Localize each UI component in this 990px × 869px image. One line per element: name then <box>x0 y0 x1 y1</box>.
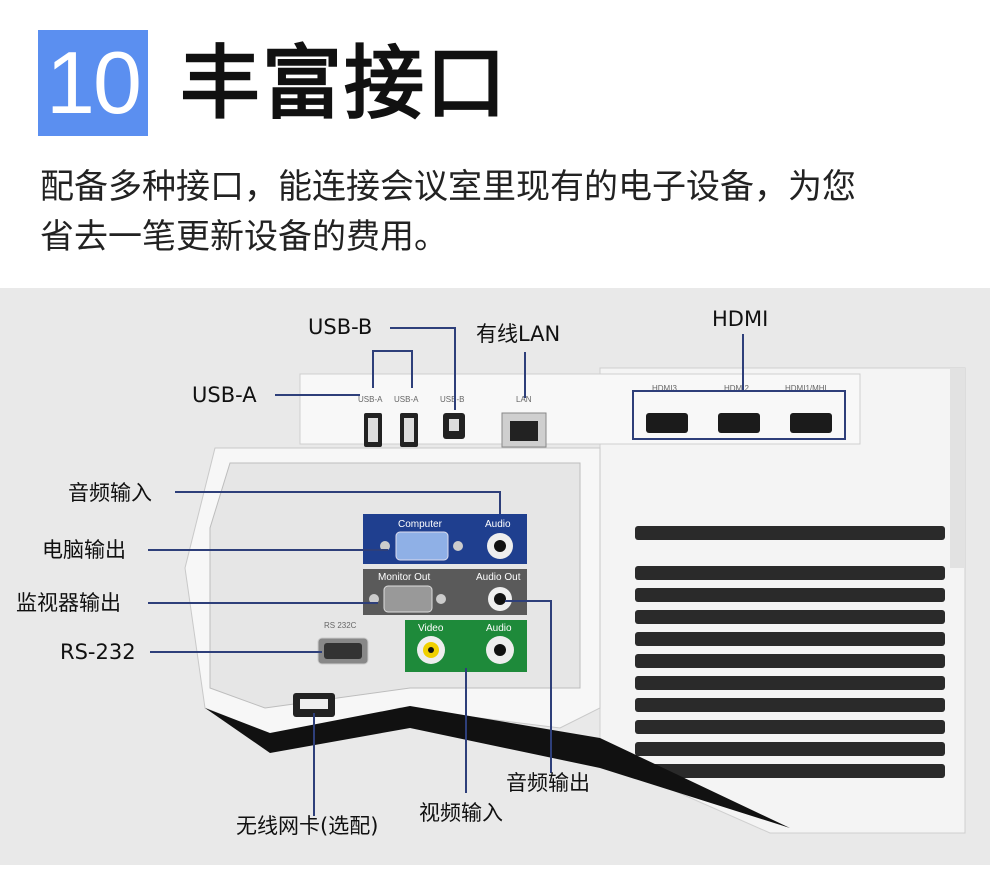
projector-illustration: USB-A USB-A USB-B LAN HDMI3 HDMI2 HDMI1/… <box>148 327 966 834</box>
panel-hdmi1: HDMI1/MHL <box>785 384 830 393</box>
panel-hdmi2: HDMI2 <box>724 384 749 393</box>
panel-usb-a-2: USB-A <box>394 395 419 404</box>
panel-audio: Audio <box>485 519 511 530</box>
dark-gasket <box>205 706 790 828</box>
panel-lan: LAN <box>516 395 532 404</box>
panel-hdmi3: HDMI3 <box>652 384 677 393</box>
panel-rs232c: RS 232C <box>324 621 357 630</box>
number-badge: 10 <box>38 30 148 136</box>
top-port-strip <box>299 373 861 445</box>
panel-computer: Computer <box>398 519 443 530</box>
callout-usb-b: USB-B <box>308 315 373 339</box>
callout-hdmi: HDMI <box>712 307 769 331</box>
callout-lines <box>148 327 744 816</box>
panel-audio-out: Audio Out <box>476 572 521 583</box>
panel-usb-b: USB-B <box>440 395 464 404</box>
callout-audio-in: 音频输入 <box>68 481 152 505</box>
panel-video: Video <box>418 623 444 634</box>
vent-grille <box>635 526 945 778</box>
callout-lan: 有线LAN <box>476 322 561 346</box>
callout-audio-out: 音频输出 <box>506 771 590 795</box>
panel-monitor-out: Monitor Out <box>378 572 430 583</box>
callout-pc-out: 电脑输出 <box>42 538 126 562</box>
callout-rs232: RS-232 <box>60 640 136 664</box>
callout-video-in: 视频输入 <box>419 801 503 825</box>
callout-usb-a: USB-A <box>192 383 257 407</box>
description-line-1: 配备多种接口，能连接会议室里现有的电子设备，为您 <box>40 167 856 207</box>
page-title: 丰富接口 <box>180 37 508 130</box>
callout-wireless: 无线网卡(选配) <box>236 814 379 838</box>
description-line-2: 省去一笔更新设备的费用。 <box>40 217 448 257</box>
projector-photo: USB-A USB-A USB-B LAN HDMI3 HDMI2 HDMI1/… <box>0 288 990 865</box>
panel-audio-2: Audio <box>486 623 512 634</box>
projector-right-edge <box>950 368 965 568</box>
description: 配备多种接口，能连接会议室里现有的电子设备，为您 省去一笔更新设备的费用。 <box>40 162 960 262</box>
callout-monitor-out: 监视器输出 <box>16 591 121 615</box>
hdmi-highlight-box <box>632 390 846 440</box>
panel-usb-a-1: USB-A <box>358 395 383 404</box>
